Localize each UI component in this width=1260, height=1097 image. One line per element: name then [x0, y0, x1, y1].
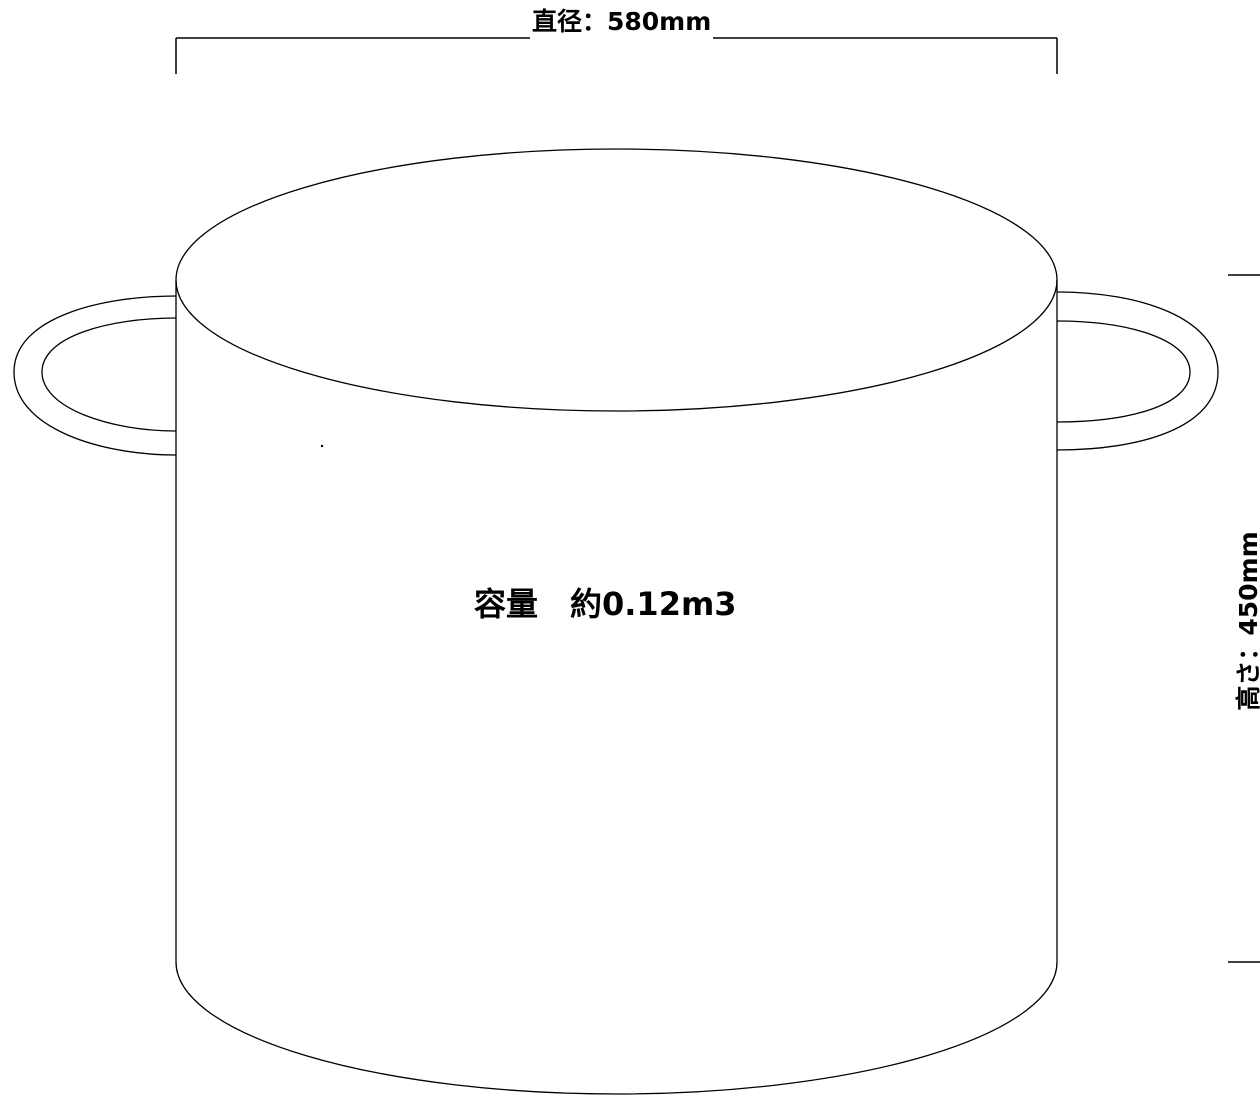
height-dimension: [1228, 274, 1260, 963]
left-handle: [13, 295, 177, 456]
right-handle: [1056, 291, 1219, 451]
pot-rim: [175, 148, 1058, 412]
capacity-label: 容量 約0.12m3: [474, 585, 737, 623]
diameter-label: 直径：580mm: [530, 5, 714, 39]
stray-dot: [320, 444, 324, 448]
right-handle-outer: [1056, 291, 1219, 451]
left-handle-outer: [13, 295, 177, 456]
height-label: 高さ：450mm: [1234, 531, 1260, 711]
diameter-dimension: [175, 37, 1058, 74]
right-handle-inner: [1056, 320, 1191, 423]
left-handle-inner: [41, 317, 177, 432]
pot-bottom-edge: [175, 961, 1058, 1095]
